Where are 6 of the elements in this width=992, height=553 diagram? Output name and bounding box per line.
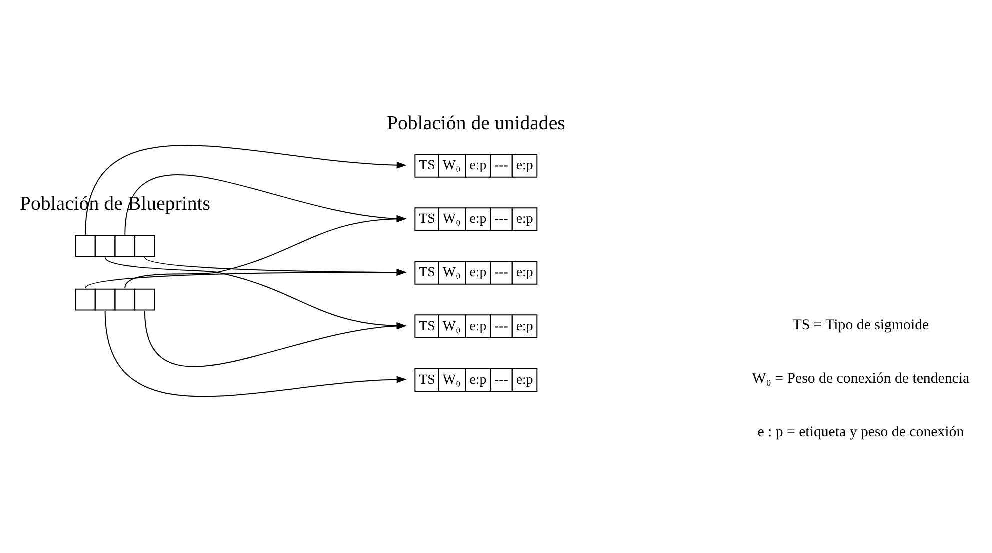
- label: e : p = etiqueta y peso de conexión: [758, 424, 964, 441]
- label: W₀ = Peso de conexión de tendencia: [752, 371, 970, 388]
- label: Población de unidades: [386, 112, 566, 135]
- label: TS = Tipo de sigmoide: [792, 318, 930, 334]
- arrow: [144, 257, 407, 276]
- arrow: [84, 269, 407, 289]
